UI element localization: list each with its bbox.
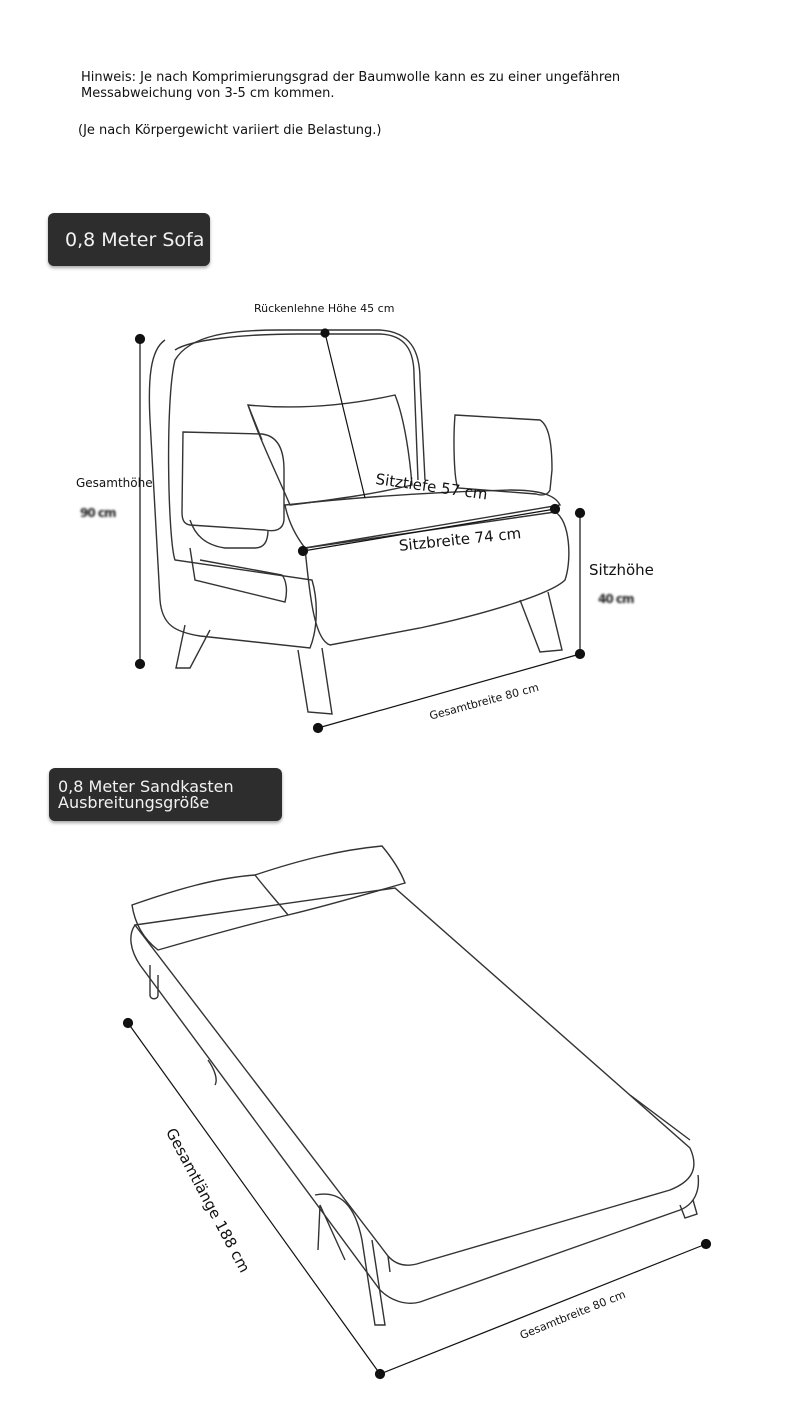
dimension-dot xyxy=(122,1017,134,1029)
dimension-dot xyxy=(297,545,309,557)
bed-total-width-line xyxy=(379,1243,707,1375)
dimension-dot xyxy=(700,1238,712,1250)
dimension-dot xyxy=(549,503,561,515)
dimension-dot xyxy=(320,328,330,338)
backrest-height-label: Rückenlehne Höhe 45 cm xyxy=(254,302,395,315)
bed-section-title: 0,8 Meter Sandkasten Ausbreitungsgröße xyxy=(49,768,282,821)
seat-height-label: Sitzhöhe xyxy=(589,561,654,579)
sofa-section-title: 0,8 Meter Sofa xyxy=(48,213,210,266)
dimension-dot xyxy=(134,333,146,345)
total-height-label: Gesamthöhe xyxy=(76,476,153,490)
dimension-dot xyxy=(134,658,146,670)
backrest-height-line xyxy=(324,332,366,499)
sofa-total-width-line xyxy=(317,653,581,729)
dimension-dot xyxy=(312,722,324,734)
seat-height-value: 40 cm xyxy=(598,592,634,606)
load-notice: (Je nach Körpergewicht variiert die Bela… xyxy=(78,123,382,138)
seat-width-line xyxy=(302,508,556,552)
dimension-dot xyxy=(574,507,586,519)
measurement-notice: Hinweis: Je nach Komprimierungsgrad der … xyxy=(81,70,621,101)
bed-total-length-line xyxy=(127,1022,381,1375)
total-height-value: 90 cm xyxy=(80,506,116,520)
